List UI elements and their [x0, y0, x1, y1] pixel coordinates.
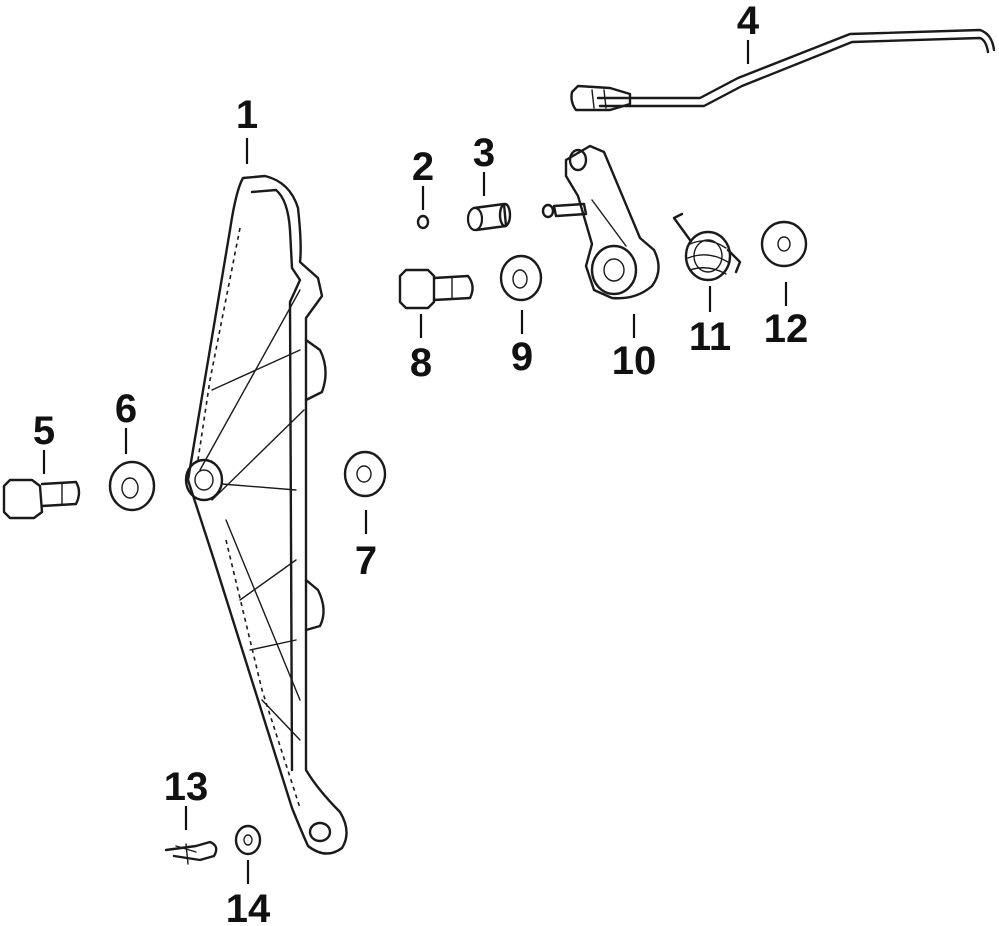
callout-14: 14	[226, 887, 271, 926]
part-6-washer	[108, 460, 156, 512]
leader-lines	[42, 40, 788, 884]
part-1-bracket-arm	[184, 174, 348, 855]
part-4-link-rod	[570, 28, 996, 112]
part-11-torsion-spring	[672, 212, 742, 282]
callout-12: 12	[764, 307, 809, 351]
part-5-shoulder-bolt	[2, 478, 81, 520]
part-3-bushing	[466, 202, 512, 232]
callout-11: 11	[689, 315, 731, 359]
part-2-nut	[416, 214, 430, 230]
callout-4: 4	[737, 0, 760, 43]
part-9-washer	[499, 254, 543, 302]
callout-7: 7	[355, 539, 377, 583]
part-13-cotter-pin	[164, 840, 218, 865]
callout-13: 13	[164, 765, 209, 809]
callout-labels: 1 2 3 4 5 6 7 8 9 10 11 12 13 14	[33, 0, 808, 926]
callout-2: 2	[412, 145, 434, 189]
callout-10: 10	[612, 339, 657, 383]
part-8-bolt	[398, 268, 474, 310]
callout-9: 9	[511, 335, 533, 379]
callout-3: 3	[473, 131, 495, 175]
part-14-washer	[234, 824, 262, 856]
callout-5: 5	[33, 409, 55, 453]
part-7-washer	[343, 450, 387, 498]
part-12-washer	[760, 220, 808, 268]
part-10-lever	[541, 144, 660, 300]
callout-6: 6	[115, 387, 137, 431]
callout-1: 1	[236, 93, 258, 137]
callout-8: 8	[410, 341, 432, 385]
